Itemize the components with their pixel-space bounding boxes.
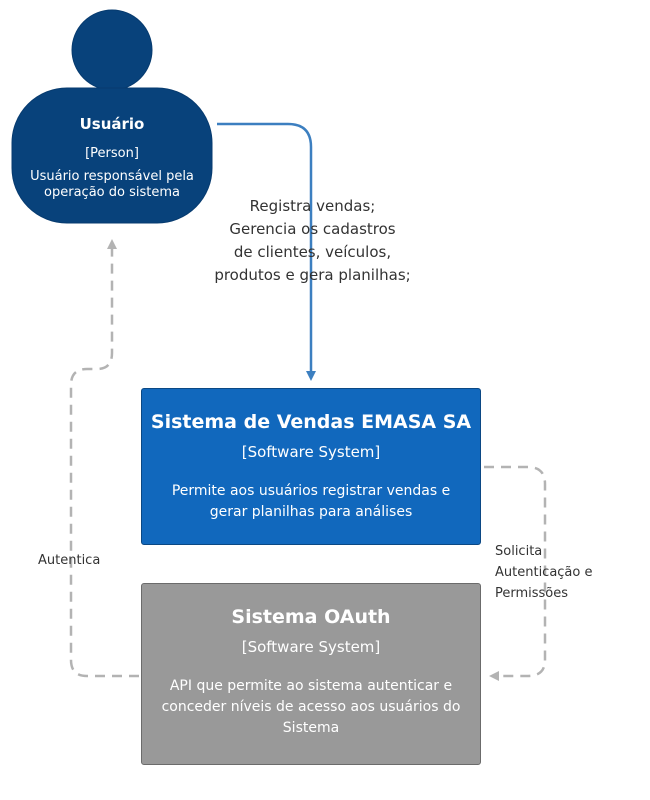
edge-label-autentica: Autentica <box>38 553 101 568</box>
system-vendas-title: Sistema de Vendas EMASA SA <box>150 411 472 433</box>
edge-solicita-autenticacao <box>484 465 547 681</box>
person-body <box>11 87 213 224</box>
system-vendas-box[interactable]: Sistema de Vendas EMASA SA [Software Sys… <box>141 388 481 545</box>
edge-label-solicita-autenticacao: Solicita Autenticação e Permissões <box>495 544 593 601</box>
person-description: Usuário responsável pela operação do sis… <box>30 169 194 200</box>
edge-autentica <box>69 239 139 678</box>
person-head <box>71 9 153 91</box>
edge-label-registra-vendas: Registra vendas; Gerencia os cadastros d… <box>214 197 411 284</box>
system-oauth-box[interactable]: Sistema OAuth [Software System] API que … <box>141 583 481 765</box>
person-name: Usuário <box>79 115 145 133</box>
system-vendas-type: [Software System] <box>241 443 381 461</box>
system-vendas-description: Permite aos usuários registrar vendas e … <box>171 483 451 520</box>
system-oauth-type: [Software System] <box>241 638 381 656</box>
edge-registra-vendas <box>217 122 316 381</box>
person-shape[interactable] <box>11 9 213 224</box>
system-oauth-description: API que permite ao sistema autenticar e … <box>161 678 461 736</box>
person-type: [Person] <box>85 146 139 161</box>
system-oauth-title: Sistema OAuth <box>231 606 391 628</box>
